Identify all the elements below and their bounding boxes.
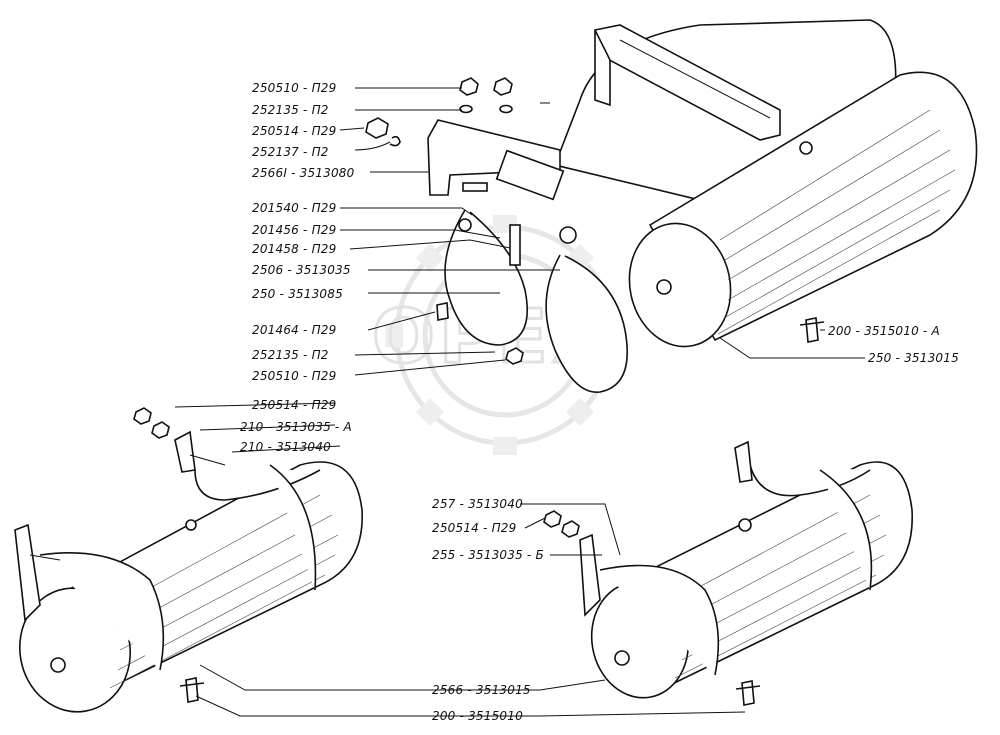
label-250-3513015: 250 - 3513015 (868, 351, 959, 365)
label-250514-p29-mid: 250514 - П29 (252, 398, 336, 412)
label-2506-3513035: 2506 - 3513035 (252, 263, 351, 277)
label-201464-p29: 201464 - П29 (252, 323, 336, 337)
label-250510-p29-mid: 250510 - П29 (252, 369, 336, 383)
label-255-3513035-b: 255 - 3513035 - Б (432, 548, 544, 562)
label-210-3513040: 210 - 3513040 (240, 440, 331, 454)
label-250514-p29-bottom: 250514 - П29 (432, 521, 516, 535)
label-250514-p29-top: 250514 - П29 (252, 124, 336, 138)
label-201458-p29: 201458 - П29 (252, 242, 336, 256)
callout-labels: 250510 - П29 252135 - П2 250514 - П29 25… (240, 81, 959, 723)
label-200-3515010: 200 - 3515010 (432, 709, 523, 723)
top-assembly (365, 19, 978, 393)
bottom-right-assembly (543, 440, 913, 706)
label-257-3513040: 257 - 3513040 (432, 497, 523, 511)
label-200-3515010-a: 200 - 3515010 - A (828, 324, 940, 338)
label-252135-p2-top: 252135 - П2 (252, 103, 329, 117)
bottom-left-assembly (14, 407, 363, 713)
label-252137-p2: 252137 - П2 (252, 145, 329, 159)
label-210-3513035-a: 210 - 3513035 - A (240, 420, 352, 434)
label-250-3513085: 250 - 3513085 (252, 287, 343, 301)
label-250510-p29-top: 250510 - П29 (252, 81, 336, 95)
leader-lines (174, 87, 865, 717)
label-201456-p29: 201456 - П29 (252, 223, 336, 237)
label-252135-p2-mid: 252135 - П2 (252, 348, 329, 362)
label-201540-p29: 201540 - П29 (252, 201, 336, 215)
label-2566-3513015: 2566 - 3513015 (432, 683, 531, 697)
label-2566i-3513080: 2566I - 3513080 (252, 166, 355, 180)
